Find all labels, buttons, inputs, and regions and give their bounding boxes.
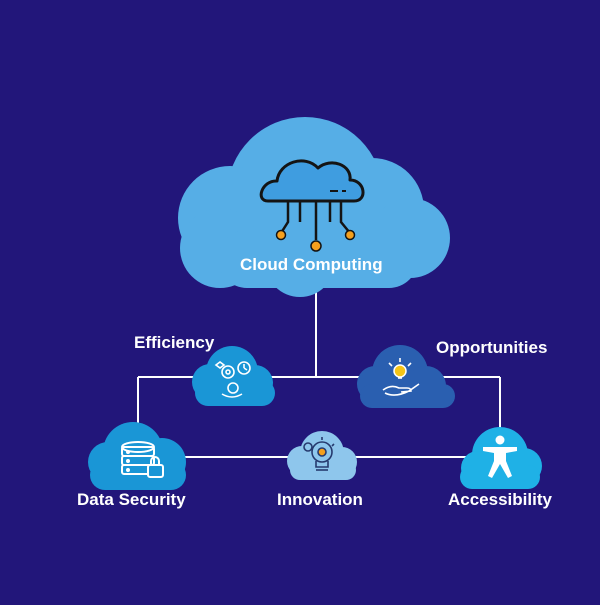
central-label: Cloud Computing: [240, 255, 383, 274]
innovation-label: Innovation: [277, 490, 363, 509]
data-security-label: Data Security: [77, 490, 186, 509]
opportunities-label: Opportunities: [436, 338, 548, 357]
efficiency-label: Efficiency: [134, 333, 215, 352]
accessibility-label: Accessibility: [448, 490, 552, 509]
lightbulb-gear-icon: [303, 437, 335, 471]
hand-lightbulb-icon: [382, 358, 420, 396]
database-lock-icon: [121, 441, 164, 478]
cloud-network-icon: [259, 159, 365, 252]
gears-clock-icon: [214, 361, 251, 398]
accessibility-person-icon: [483, 435, 517, 478]
efficiency-cloud: [192, 346, 275, 406]
